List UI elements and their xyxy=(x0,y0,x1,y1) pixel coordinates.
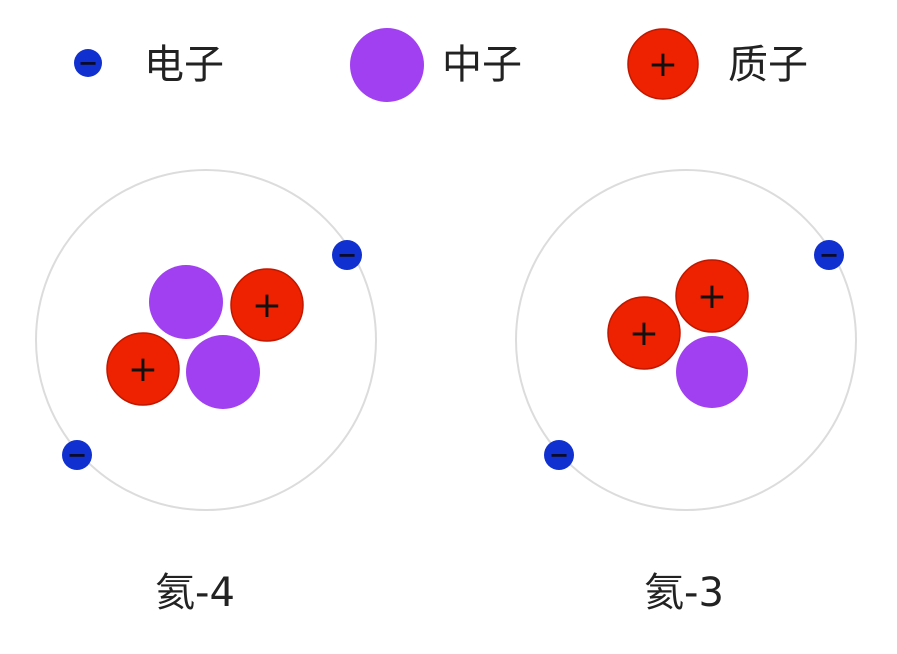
electron-particle xyxy=(332,240,362,270)
atom-label: 氦-4 xyxy=(155,570,235,616)
legend-proton-label: 质子 xyxy=(728,42,808,88)
legend-electron-label: 电子 xyxy=(144,42,224,88)
electron-particle xyxy=(814,240,844,270)
proton-sign: + xyxy=(629,313,659,354)
orbit-ring xyxy=(35,169,377,511)
proton-sign: + xyxy=(252,285,282,326)
electron-sign: − xyxy=(67,441,87,469)
legend-neutron: 中子 xyxy=(350,28,522,102)
atom-label: 氦-3 xyxy=(644,570,724,616)
atom-helium-4: + + − − 氦-4 xyxy=(35,169,377,616)
electron-icon xyxy=(74,49,102,77)
electron-particle xyxy=(544,440,574,470)
electron-particle xyxy=(62,440,92,470)
orbit-ring xyxy=(515,169,857,511)
legend-neutron-label: 中子 xyxy=(442,42,522,88)
proton-particle xyxy=(230,268,304,342)
legend-electron: − 电子 xyxy=(74,42,224,88)
electron-sign: − xyxy=(78,49,98,77)
proton-sign: + xyxy=(128,349,158,390)
proton-particle xyxy=(607,296,681,370)
proton-particle xyxy=(106,332,180,406)
neutron-particle xyxy=(676,336,748,408)
neutron-icon xyxy=(350,28,424,102)
legend-proton: + 质子 xyxy=(627,28,808,100)
electron-sign: − xyxy=(819,241,839,269)
proton-icon xyxy=(627,28,699,100)
proton-particle xyxy=(675,259,749,333)
legend: − 电子 中子 + 质子 xyxy=(74,28,808,102)
atom-helium-3: + + − − 氦-3 xyxy=(515,169,857,616)
neutron-particle xyxy=(149,265,223,339)
electron-sign: − xyxy=(337,241,357,269)
electron-sign: − xyxy=(549,441,569,469)
proton-sign: + xyxy=(648,44,678,85)
neutron-particle xyxy=(186,335,260,409)
proton-sign: + xyxy=(697,276,727,317)
